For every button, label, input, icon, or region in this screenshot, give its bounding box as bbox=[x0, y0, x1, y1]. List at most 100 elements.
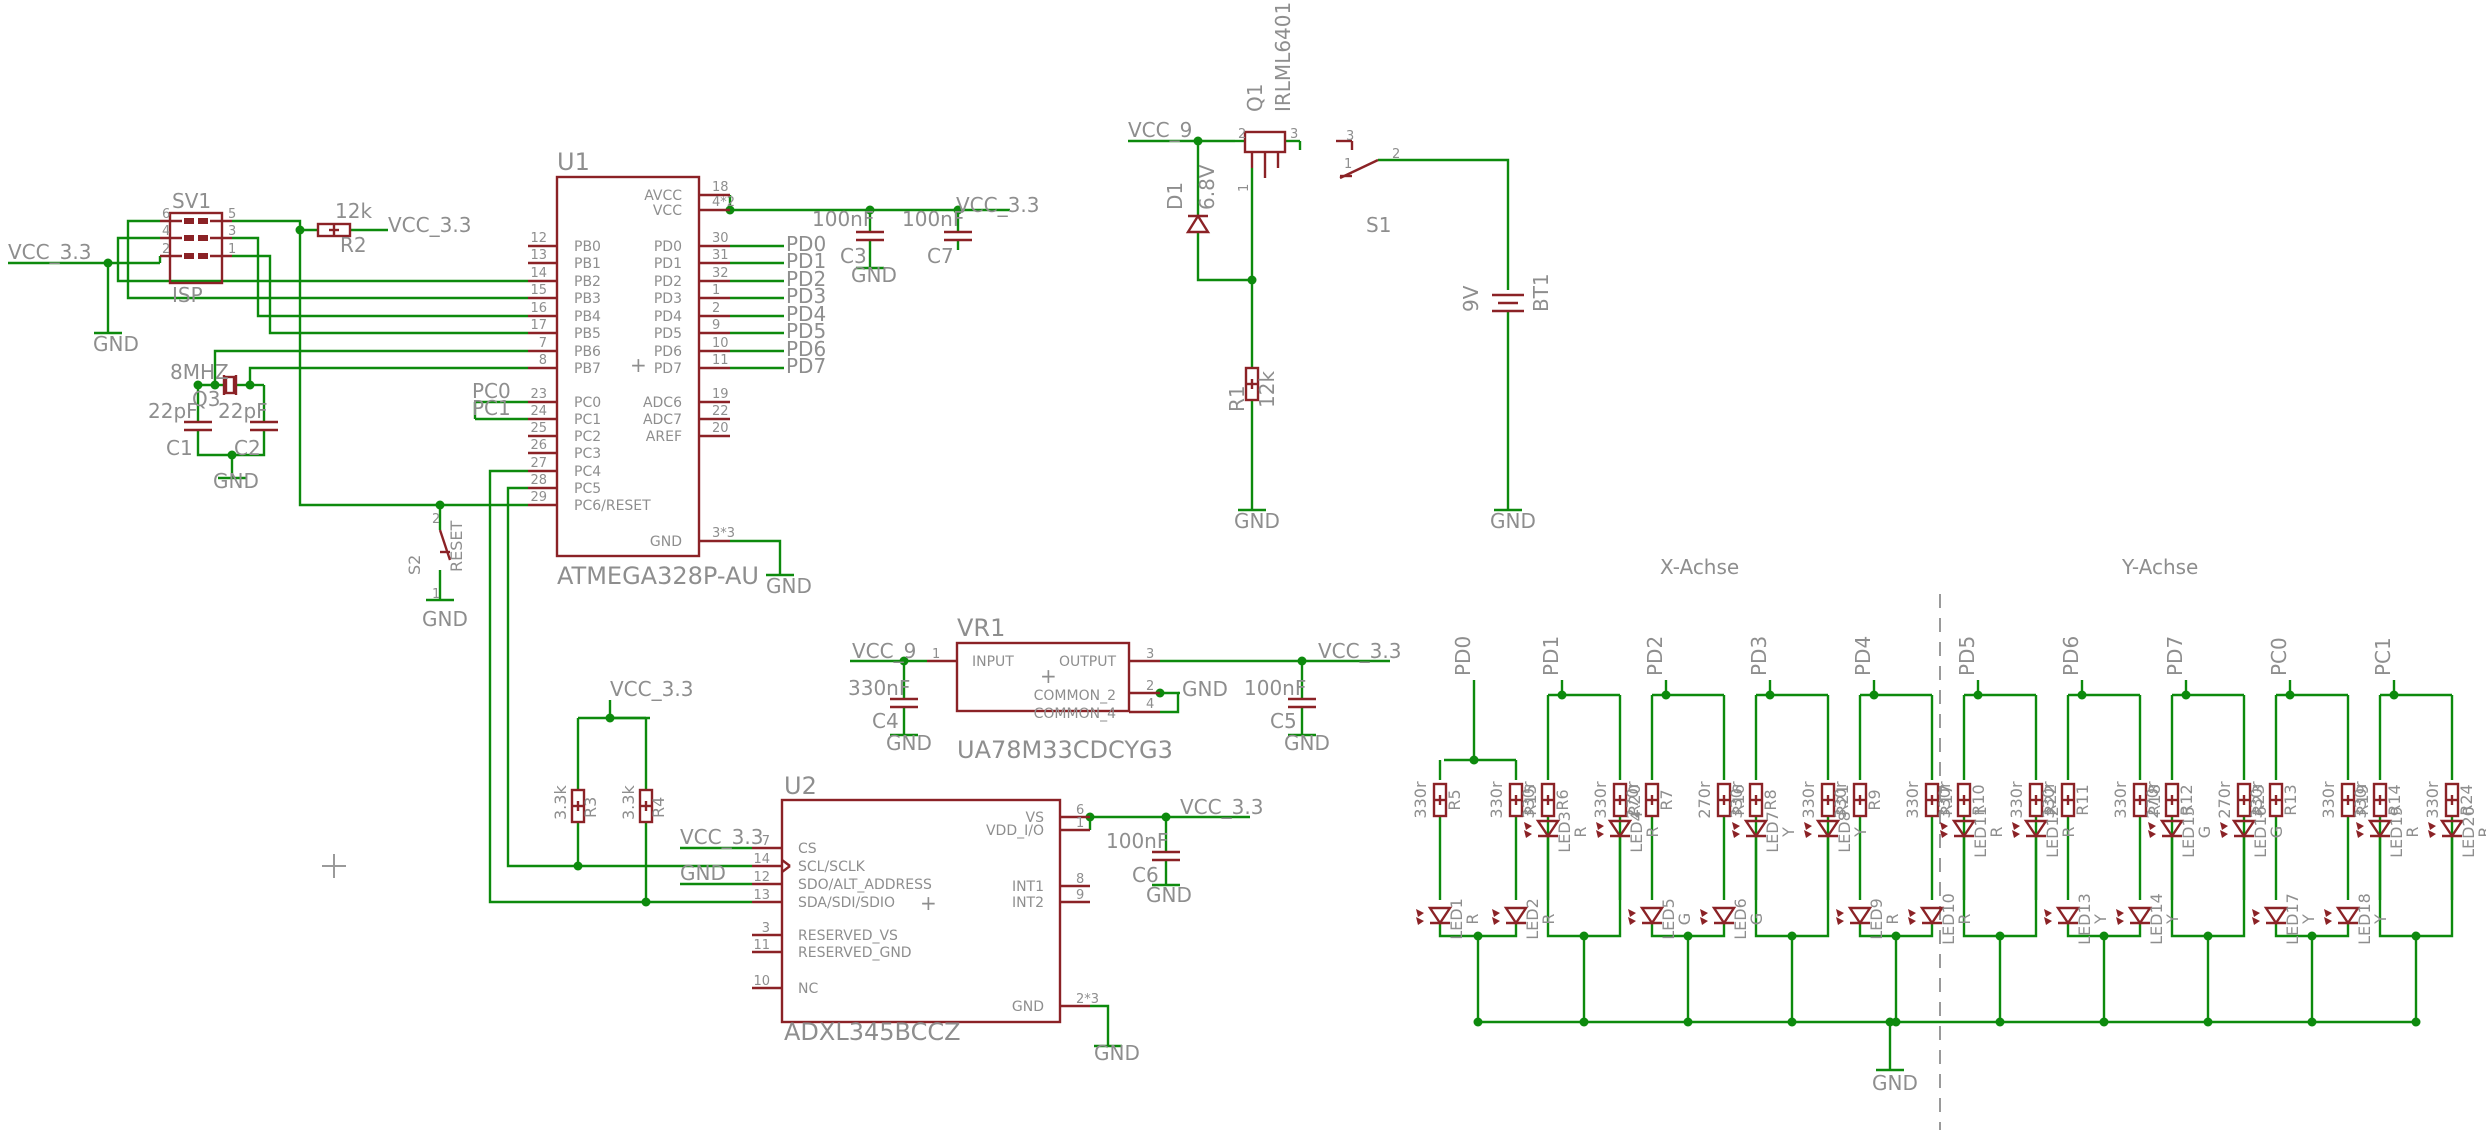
led-b bbox=[1503, 906, 1529, 926]
mcu-pin-number: 32 bbox=[712, 266, 729, 281]
resistor-value: 330r bbox=[1727, 781, 1746, 819]
net-wire bbox=[232, 236, 528, 318]
c4-name: C4 bbox=[872, 709, 899, 733]
resistor-name: R6 bbox=[1553, 789, 1572, 810]
led-color: Y bbox=[2299, 914, 2318, 925]
isp-pad bbox=[184, 253, 194, 259]
mcu-pin-number: 8 bbox=[539, 353, 547, 368]
resistor-name: R10 bbox=[1969, 784, 1988, 815]
resistor-value: 330r bbox=[2007, 781, 2026, 819]
mcu-pin-label: PD0 bbox=[654, 239, 682, 255]
led-net-label: PD0 bbox=[1451, 636, 1475, 676]
mcu-pin-label: PB2 bbox=[574, 274, 601, 290]
led-arrow bbox=[1416, 909, 1424, 917]
led-a bbox=[1951, 819, 1977, 839]
switch-lever bbox=[438, 529, 452, 561]
junction-dot bbox=[1661, 690, 1671, 700]
resistor-value: 270r bbox=[1623, 781, 1642, 819]
mcu-pin-label: PD2 bbox=[654, 274, 682, 290]
led-color: G bbox=[1747, 913, 1766, 925]
mcu-pin-label: PB1 bbox=[574, 256, 601, 272]
u2-pin-label: INT1 bbox=[1012, 879, 1044, 895]
led-resistor bbox=[1820, 782, 1836, 818]
led-resistor bbox=[2236, 782, 2252, 818]
led-resistor bbox=[2132, 782, 2148, 818]
junction-dot bbox=[2389, 690, 2399, 700]
u2-pin-label: SDO/ALT_ADDRESS bbox=[798, 877, 932, 893]
origin-mark: + bbox=[920, 891, 937, 915]
junction-dot bbox=[1765, 690, 1775, 700]
led-a bbox=[1847, 906, 1873, 926]
junction-dot bbox=[1869, 690, 1879, 700]
net-wire bbox=[126, 219, 528, 300]
led-name: LED18 bbox=[2355, 893, 2374, 945]
led-name: LED5 bbox=[1659, 898, 1678, 940]
junction-dot bbox=[103, 258, 113, 268]
junction-dot bbox=[1995, 1017, 2005, 1027]
isp-pad bbox=[184, 218, 194, 224]
u2-pin-number: 3 bbox=[762, 921, 770, 936]
led-resistor bbox=[2372, 782, 2388, 818]
led-arrow bbox=[1940, 830, 1948, 838]
led-resistor bbox=[1432, 782, 1448, 818]
resistor-name: R18 bbox=[2145, 784, 2164, 815]
vr1-common2: COMMON_2 bbox=[1034, 688, 1116, 704]
mcu-pin-number: 19 bbox=[712, 387, 729, 402]
c2-value: 22pF bbox=[218, 399, 268, 423]
led-arrow bbox=[1492, 909, 1500, 917]
mcu-pin-number: 11 bbox=[712, 353, 729, 368]
resistor-value: 330r bbox=[1411, 781, 1430, 819]
led-b bbox=[2127, 906, 2153, 926]
resistor-name: R12 bbox=[2177, 784, 2196, 815]
c6-value: 100nF bbox=[1106, 829, 1168, 853]
vr1-output: OUTPUT bbox=[1059, 654, 1117, 670]
resistor-name: R21 bbox=[1833, 784, 1852, 815]
mcu-pin-number: 4*2 bbox=[712, 195, 735, 210]
junction-dot bbox=[2285, 690, 2295, 700]
led-arrow bbox=[2220, 830, 2228, 838]
led-resistor bbox=[1540, 782, 1556, 818]
led-arrow bbox=[1700, 909, 1708, 917]
isp-pin: 6 bbox=[162, 207, 170, 222]
x-axis-title: X-Achse bbox=[1660, 555, 1739, 579]
resistor-name: R13 bbox=[2281, 784, 2300, 815]
led-arrow bbox=[1804, 830, 1812, 838]
s2-pin: 1 bbox=[432, 587, 440, 602]
vr1-pin: 1 bbox=[932, 647, 940, 662]
mcu-gnd: GND bbox=[766, 574, 812, 598]
mcu-pin-label: PB4 bbox=[574, 309, 601, 325]
c2-name: C2 bbox=[234, 436, 261, 460]
u2-pin-label: CS bbox=[798, 841, 817, 857]
c5-gnd: GND bbox=[1284, 731, 1330, 755]
u2-pin-number: 1 bbox=[1076, 816, 1084, 831]
led-resistor bbox=[1852, 782, 1868, 818]
led-arrow bbox=[1836, 917, 1844, 925]
isp-body bbox=[168, 211, 224, 285]
u2-net: GND bbox=[680, 861, 726, 885]
mcu-pin-label: PD5 bbox=[654, 326, 682, 342]
led-color: R bbox=[2059, 826, 2078, 837]
u2-net: VCC_3.3 bbox=[680, 825, 763, 849]
net-label-pd: PD3 bbox=[786, 284, 826, 308]
crystal-name: Q3 bbox=[192, 387, 220, 411]
led-net-label: PD3 bbox=[1747, 636, 1771, 676]
mcu-pin-label: PB5 bbox=[574, 326, 601, 342]
led-name: LED3 bbox=[1555, 811, 1574, 853]
resistor-value: 270r bbox=[1695, 781, 1714, 819]
line bbox=[781, 865, 791, 873]
led-resistor bbox=[1748, 782, 1764, 818]
led-resistor bbox=[1924, 782, 1940, 818]
led-b bbox=[1919, 906, 1945, 926]
mcu-pin-label: PB7 bbox=[574, 361, 601, 377]
led-arrow bbox=[1940, 822, 1948, 830]
led-resistor bbox=[2060, 782, 2076, 818]
net-label-pd: PD1 bbox=[786, 249, 826, 273]
c3-gnd: GND bbox=[851, 263, 897, 287]
led-arrow bbox=[1908, 917, 1916, 925]
r3-name: R3 bbox=[581, 797, 600, 818]
mcu-pin-number: 22 bbox=[712, 404, 729, 419]
isp-pin: 3 bbox=[228, 224, 236, 239]
mcu-pin-number: 1 bbox=[712, 283, 720, 298]
led-arrow bbox=[2252, 917, 2260, 925]
c6-gnd: GND bbox=[1146, 883, 1192, 907]
